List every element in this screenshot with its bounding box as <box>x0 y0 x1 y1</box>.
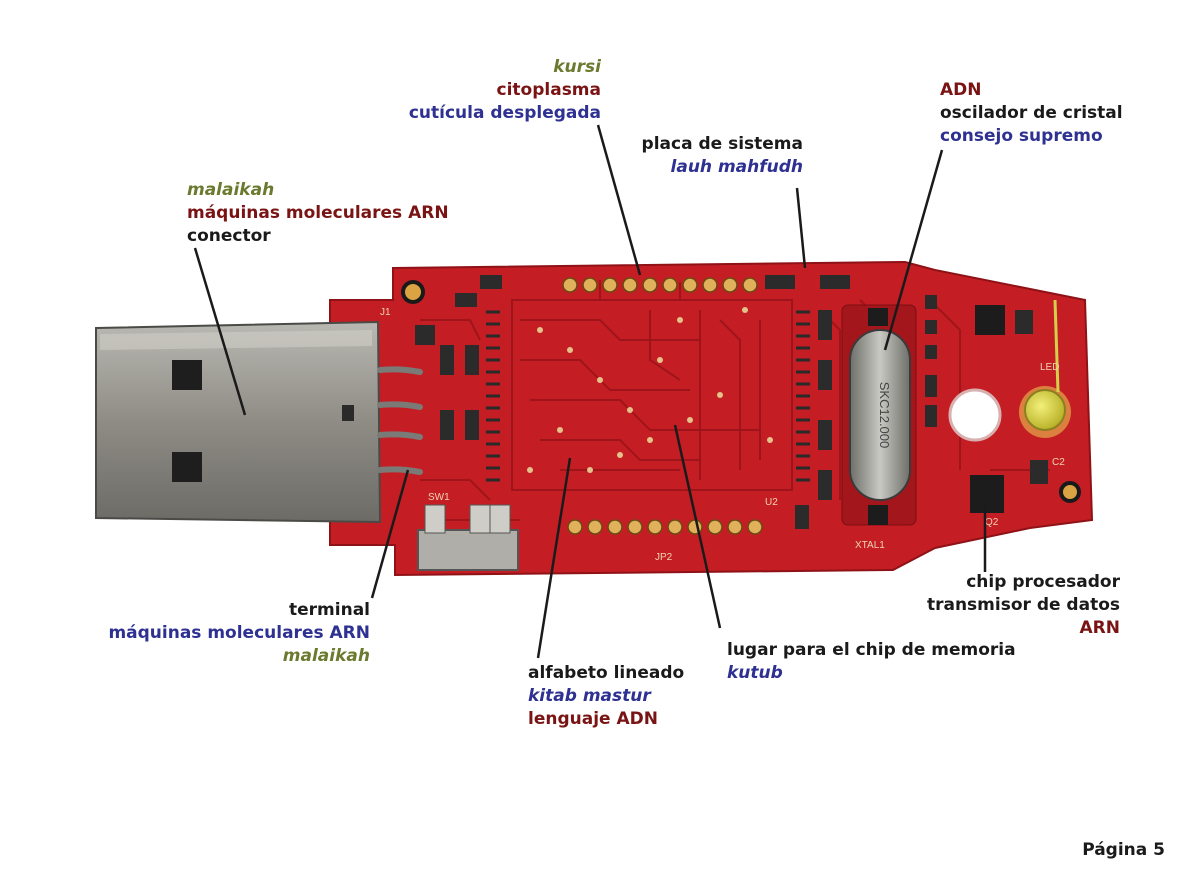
label-maquinas-bottom: máquinas moleculares ARN <box>108 623 370 643</box>
memory-chip-pins-left <box>486 310 500 482</box>
crystal-marking: SKC12.000 <box>877 382 892 449</box>
label-malaikah-bottom: malaikah <box>282 646 370 666</box>
label-placa-sistema: placa de sistema <box>641 134 803 154</box>
label-kutub: kutub <box>727 663 783 683</box>
label-group-chip: chip procesador transmisor de datos ARN <box>927 571 1120 640</box>
usb-connector <box>95 320 382 524</box>
smd-components <box>415 275 1048 529</box>
leader-terminal <box>370 469 410 599</box>
label-group-adn: ADN oscilador de cristal consejo supremo <box>940 79 1123 148</box>
led <box>1019 299 1071 438</box>
silk-jp2: JP2 <box>655 552 673 563</box>
label-conector: conector <box>187 226 271 246</box>
label-transmisor: transmisor de datos <box>926 595 1120 615</box>
label-kitab: kitab mastur <box>528 686 651 706</box>
leader-memoria <box>673 424 722 629</box>
label-citoplasma: citoplasma <box>496 80 601 100</box>
silk-u2: U2 <box>765 497 778 508</box>
memory-chip-pins-right <box>796 310 810 482</box>
label-oscilador: oscilador de cristal <box>940 103 1123 123</box>
label-group-alfabeto: alfabeto lineado kitab mastur lenguaje A… <box>528 662 684 731</box>
label-group-placa: placa de sistema lauh mahfudh <box>642 133 803 179</box>
label-consejo: consejo supremo <box>940 126 1103 146</box>
gold-pad-right <box>1059 481 1081 503</box>
label-group-terminal: terminal máquinas moleculares ARN malaik… <box>108 599 370 668</box>
silk-xtal: XTAL1 <box>855 540 885 551</box>
silk-q2: Q2 <box>985 517 999 528</box>
leader-conector <box>193 247 247 416</box>
pcb-vias <box>527 307 773 473</box>
label-group-conector: malaikah máquinas moleculares ARN conect… <box>187 179 449 248</box>
usb-slot-lower <box>172 452 202 482</box>
crystal-oscillator: SKC12.000 <box>841 304 917 526</box>
label-alfabeto: alfabeto lineado <box>528 663 685 683</box>
label-lugar-chip: lugar para el chip de memoria <box>727 640 1016 660</box>
silk-j1: J1 <box>380 307 391 318</box>
label-kursi: kursi <box>553 57 601 77</box>
switch-sw1 <box>417 504 519 571</box>
label-cuticula: cutícula desplegada <box>408 103 601 123</box>
leader-alfabeto <box>536 457 572 659</box>
usb-terminal-pins <box>377 366 423 475</box>
processor-chip-q2 <box>970 475 1004 513</box>
mounting-hole <box>948 388 1002 442</box>
page-number: Página 5 <box>1082 840 1165 860</box>
label-arn: ARN <box>1079 618 1120 638</box>
transistor-q1 <box>975 305 1005 335</box>
label-chip-procesador: chip procesador <box>966 572 1120 592</box>
header-pads-top <box>562 277 758 293</box>
leader-kursi <box>596 124 642 276</box>
label-lauh-mahfudh: lauh mahfudh <box>670 157 803 177</box>
pcb: SKC12.000 J1 SW1 JP2 U2 XTAL1 LED Q2 <box>329 260 1094 577</box>
label-maquinas-top: máquinas moleculares ARN <box>187 203 449 223</box>
gold-pad-top-left <box>401 280 425 304</box>
label-lenguaje: lenguaje ADN <box>528 709 658 729</box>
silk-c2: C2 <box>1052 457 1065 468</box>
label-group-kursi: kursi citoplasma cutícula desplegada <box>409 56 601 125</box>
label-adn: ADN <box>940 80 982 100</box>
label-group-memoria: lugar para el chip de memoria kutub <box>727 639 1016 685</box>
leader-placa <box>795 187 807 269</box>
label-malaikah-top: malaikah <box>187 180 275 200</box>
leader-adn <box>883 149 944 351</box>
silk-led: LED <box>1040 362 1059 373</box>
leader-lines <box>193 124 987 659</box>
silk-sw1: SW1 <box>428 492 450 503</box>
usb-slot-upper <box>172 360 202 390</box>
label-terminal: terminal <box>289 600 370 620</box>
